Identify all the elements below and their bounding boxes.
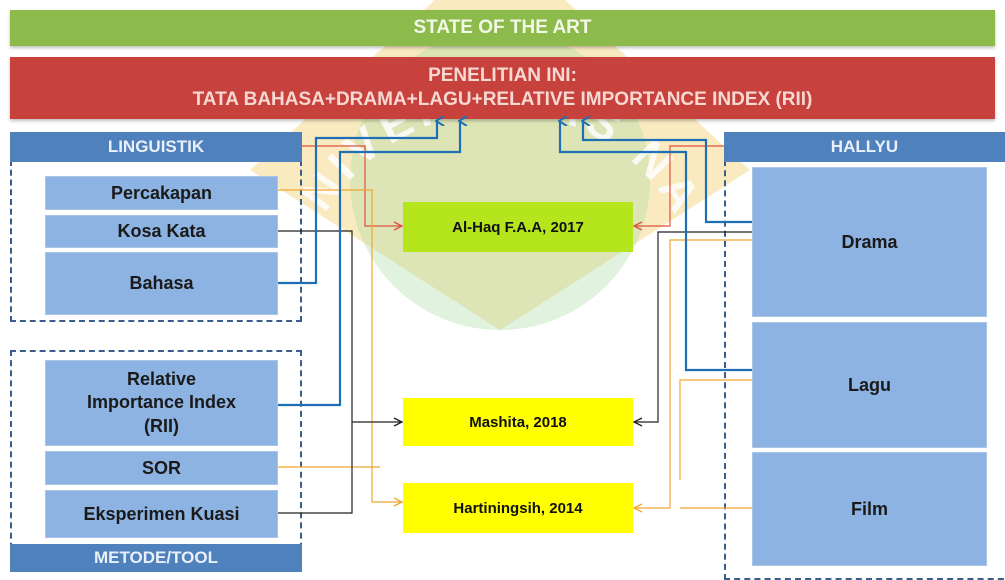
metode-title: METODE/TOOL bbox=[93, 548, 219, 567]
kosa-kata-box: Kosa Kata bbox=[45, 215, 278, 248]
line-blue-bahasa bbox=[278, 121, 437, 285]
percakapan-box: Percakapan bbox=[45, 176, 278, 210]
bahasa-label: Bahasa bbox=[129, 273, 194, 293]
line-black-drama bbox=[634, 231, 752, 422]
sor-label: SOR bbox=[141, 457, 181, 478]
sor-box: SOR bbox=[45, 451, 278, 485]
linguistik-header: LINGUISTIK bbox=[10, 132, 302, 162]
eksperimen-kuasi-label: Eksperimen Kuasi bbox=[83, 503, 240, 524]
hallyu-header: HALLYU bbox=[724, 132, 1005, 162]
line-red-linguistik bbox=[302, 145, 402, 226]
eksperimen-kuasi-box: Eksperimen Kuasi bbox=[45, 490, 278, 538]
film-box: Film bbox=[752, 452, 987, 566]
ref-alhaq-label: Al-Haq F.A.A, 2017 bbox=[452, 218, 584, 236]
ref-alhaq-box: Al-Haq F.A.A, 2017 bbox=[403, 202, 633, 252]
kosa-kata-label: Kosa Kata bbox=[117, 221, 206, 241]
line-blue-drama bbox=[583, 121, 752, 224]
line-orange-drama bbox=[634, 239, 752, 508]
rii-box: Relative Importance Index (RII) bbox=[45, 360, 278, 446]
ref-hartiningsih-box: Hartiningsih, 2014 bbox=[403, 483, 633, 533]
bahasa-box: Bahasa bbox=[45, 252, 278, 315]
research-title: PENELITIAN INI: bbox=[428, 65, 577, 87]
rii-line2: Importance Index bbox=[86, 392, 237, 413]
rii-line3: (RII) bbox=[144, 415, 179, 436]
state-of-art-label: STATE OF THE ART bbox=[413, 17, 592, 38]
line-blue-lagu bbox=[560, 121, 752, 372]
rii-line1: Relative bbox=[126, 368, 197, 389]
research-subtitle: TATA BAHASA+DRAMA+LAGU+RELATIVE IMPORTAN… bbox=[192, 89, 813, 110]
line-orange-percakapan bbox=[278, 189, 402, 502]
drama-label: Drama bbox=[841, 231, 898, 252]
metode-group bbox=[10, 350, 302, 569]
hallyu-title: HALLYU bbox=[830, 137, 899, 156]
state-of-art-banner: STATE OF THE ART bbox=[10, 10, 995, 46]
metode-header: METODE/TOOL bbox=[10, 544, 302, 572]
percakapan-label: Percakapan bbox=[110, 182, 213, 203]
line-blue-rii bbox=[278, 121, 460, 407]
linguistik-title: LINGUISTIK bbox=[107, 137, 205, 156]
line-orange-lagu bbox=[679, 379, 752, 480]
drama-box: Drama bbox=[752, 167, 987, 317]
research-banner: PENELITIAN INI: TATA BAHASA+DRAMA+LAGU+R… bbox=[10, 57, 995, 119]
line-black-eksperimen bbox=[278, 422, 353, 514]
ref-mashita-label: Mashita, 2018 bbox=[469, 413, 567, 431]
ref-mashita-box: Mashita, 2018 bbox=[403, 398, 633, 446]
ref-hartiningsih-label: Hartiningsih, 2014 bbox=[453, 499, 583, 517]
line-red-hallyu bbox=[634, 145, 724, 226]
lagu-box: Lagu bbox=[752, 322, 987, 448]
film-label: Film bbox=[850, 498, 888, 519]
lagu-label: Lagu bbox=[848, 374, 891, 395]
